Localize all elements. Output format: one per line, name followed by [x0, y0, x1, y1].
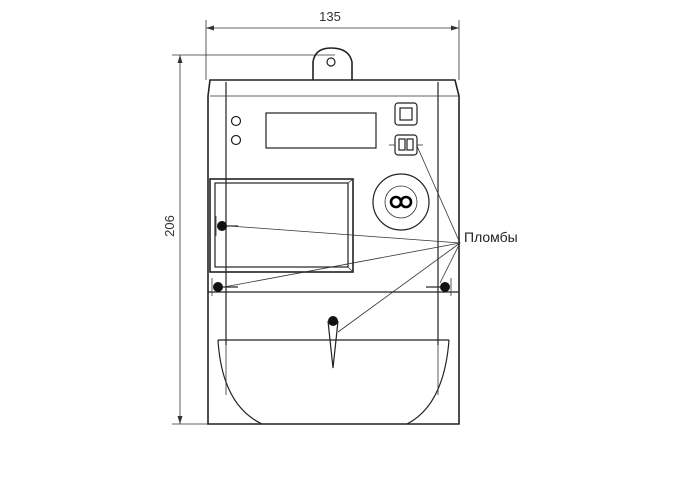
- optical-port: [394, 102, 418, 126]
- front-window: [209, 178, 354, 273]
- height-dimension-label: 206: [162, 215, 177, 237]
- seal-bottom-cover: [327, 316, 339, 369]
- width-dimension: 135: [205, 9, 460, 80]
- hanging-hook: [312, 47, 353, 80]
- seal-right-terminal: [426, 278, 452, 296]
- width-dimension-label: 135: [319, 9, 341, 24]
- terminal-cover: [217, 339, 450, 425]
- interface-button: [389, 134, 423, 156]
- height-dimension: 206: [162, 54, 335, 425]
- led-indicator-1: [230, 115, 242, 127]
- callout-label: Пломбы: [464, 229, 518, 245]
- led-indicator-2: [230, 134, 242, 146]
- callout-leaders: [223, 145, 461, 333]
- meter-body: [207, 79, 460, 425]
- lcd-display: [265, 112, 377, 149]
- hook-hole: [326, 57, 336, 67]
- optical-eye: [372, 173, 430, 231]
